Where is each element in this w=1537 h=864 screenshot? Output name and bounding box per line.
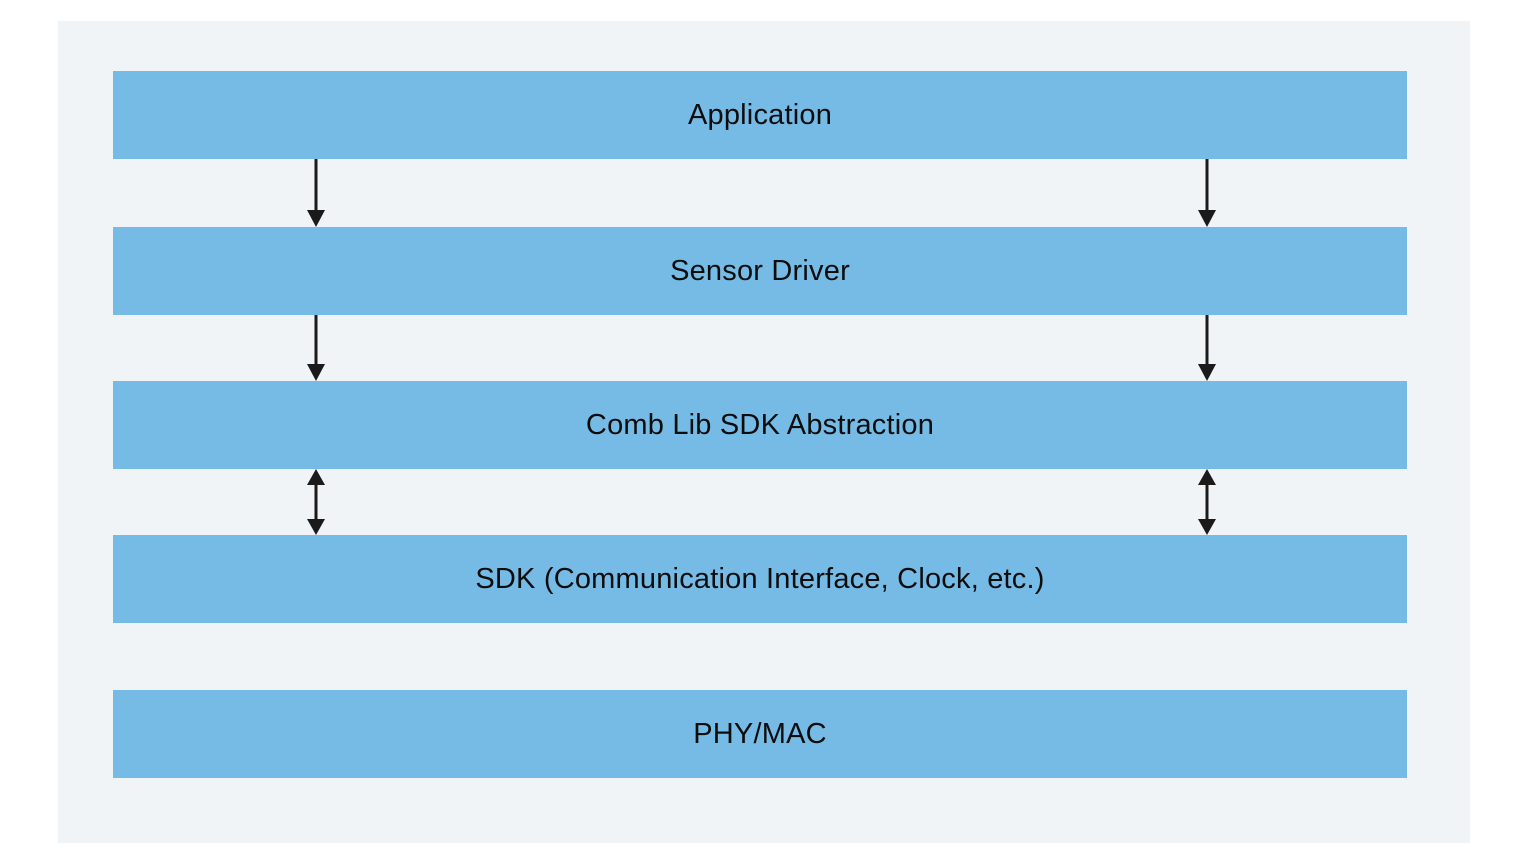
layer-sensor-driver: Sensor Driver [113,227,1407,315]
arrow-bidirectional-abstraction-sdk-right [1198,469,1216,535]
arrow-down-application-to-sensor-driver-right [1198,159,1216,227]
layer-application: Application [113,71,1407,159]
layer-comb-lib-sdk-abstraction: Comb Lib SDK Abstraction [113,381,1407,469]
layer-phy-mac: PHY/MAC [113,690,1407,778]
layer-application-label: Application [687,98,833,131]
layer-comb-lib-sdk-abstraction-label: Comb Lib SDK Abstraction [585,408,935,441]
diagram-panel: Application Sensor Driver Comb Lib SDK A… [58,21,1470,843]
arrow-down-application-to-sensor-driver-left [307,159,325,227]
layer-sensor-driver-label: Sensor Driver [670,254,850,287]
layer-phy-mac-label: PHY/MAC [693,717,827,750]
arrow-bidirectional-abstraction-sdk-left [307,469,325,535]
arrow-down-sensor-driver-to-abstraction-right [1198,315,1216,381]
layer-sdk-label: SDK (Communication Interface, Clock, etc… [475,562,1045,595]
arrow-down-sensor-driver-to-abstraction-left [307,315,325,381]
layer-sdk: SDK (Communication Interface, Clock, etc… [113,535,1407,623]
